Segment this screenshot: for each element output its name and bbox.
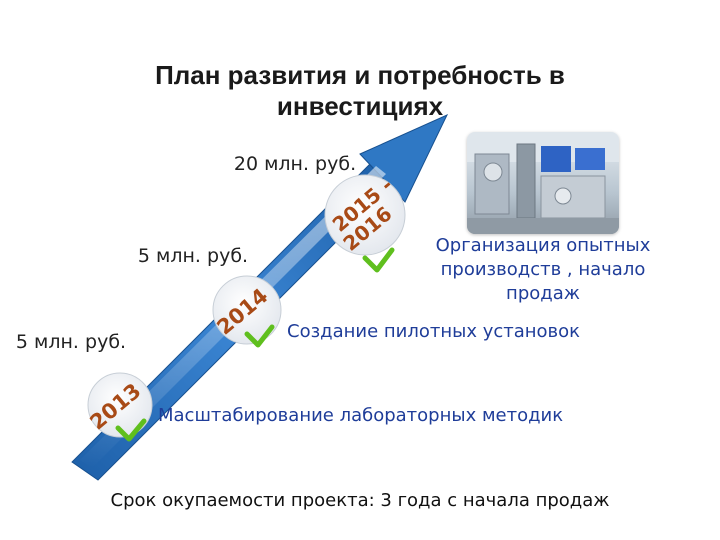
page-title: План развития и потребность в инвестиция… bbox=[155, 60, 565, 121]
amount-2013: 5 млн. руб. bbox=[15, 331, 127, 353]
description-2015: Организация опытных производств , начало… bbox=[435, 235, 651, 304]
check-icon bbox=[362, 247, 395, 273]
payback-footer: Срок окупаемости проекта: 3 года с начал… bbox=[110, 490, 610, 511]
check-icon bbox=[115, 418, 147, 442]
amount-2014: 5 млн. руб. bbox=[137, 245, 249, 267]
amount-2015: 20 млн. руб. bbox=[233, 153, 357, 175]
milestone-2015-2016: 2015 - 2016 bbox=[324, 173, 406, 273]
description-2014: Создание пилотных установок bbox=[287, 321, 581, 342]
lab-equipment-photo bbox=[467, 132, 619, 234]
check-icon bbox=[244, 324, 275, 348]
description-2013: Масштабирование лабораторных методик bbox=[158, 405, 564, 426]
milestone-2014: 2014 bbox=[212, 275, 282, 348]
milestone-2013: 2013 bbox=[85, 372, 153, 442]
